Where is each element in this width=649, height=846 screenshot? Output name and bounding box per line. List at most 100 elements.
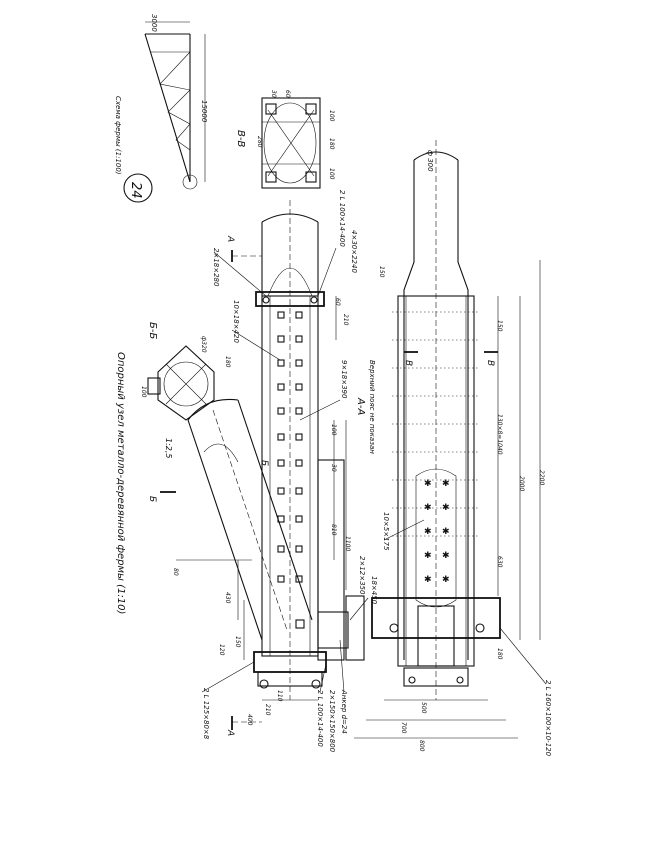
scheme-title: Схема фермы (1:100) — [114, 96, 122, 175]
vv-frame — [261, 97, 321, 189]
cut-b-label: Б — [147, 496, 157, 502]
dim-80: 80 — [172, 568, 179, 576]
cut-v-label-1: В — [403, 360, 413, 366]
callout-4x30x2240: 4×30×2240 — [350, 230, 358, 273]
aa-dim-500-label: 500 — [420, 702, 427, 714]
section-vv: В-В 280 30 60 100 180 100 — [235, 90, 335, 189]
log-sides — [261, 222, 319, 296]
svg-text:✱: ✱ — [442, 527, 450, 537]
aa-dim-150: 150 — [496, 320, 503, 332]
aa-base-plate — [371, 597, 501, 639]
bb-title: Б-Б — [147, 322, 158, 339]
dim-210b: 210 — [342, 314, 349, 326]
aa-dim-180: 180 — [496, 648, 503, 660]
svg-text:✱: ✱ — [442, 551, 450, 561]
chord-arc — [203, 443, 239, 463]
callout-10x18x420: 10×18×420 — [232, 300, 240, 343]
dim-1100: 1100 — [344, 536, 351, 551]
bb-log — [163, 361, 209, 407]
chord-edge-left — [187, 419, 263, 641]
section-aa: ✱✱ ✱✱ ✱✱ ✱✱ ✱✱ В В А-А Верхний пояс не п… — [354, 140, 545, 752]
svg-text:✱: ✱ — [424, 575, 432, 585]
aa-dim-630: 630 — [496, 556, 503, 568]
callout-2x12x350: 2×12×350 — [358, 556, 366, 595]
vv-dim-100: 100 — [328, 110, 335, 122]
cut-b-label-2: Б — [259, 460, 269, 466]
dim-110: 110 — [276, 690, 283, 702]
bb-diam: ф320 — [200, 336, 207, 353]
page-title: Опорный узел металло-деревянной фермы (1… — [115, 352, 126, 614]
chord-edge-right — [237, 399, 313, 621]
aa-log-outline — [403, 160, 469, 660]
aa-diameter: ф 300 — [426, 150, 434, 172]
scheme-top-chord — [144, 33, 191, 183]
bolt-row — [259, 296, 321, 689]
bb-diag-2 — [165, 363, 207, 405]
bb-dim-180: 180 — [224, 356, 231, 368]
bb-plate — [147, 377, 161, 395]
dim-210a: 210 — [264, 704, 271, 716]
aa-dim-150b: 150 — [378, 266, 385, 278]
bottom-plate — [257, 671, 323, 687]
aa-dim-130x8: 130×8=1040 — [496, 414, 503, 455]
callout-angle-125: 2 L 125×80×8 — [202, 688, 210, 740]
callout-anchor: Анкер d=24 — [340, 689, 348, 734]
cut-v-label-2: В — [485, 360, 495, 366]
dim-150: 150 — [234, 636, 241, 648]
dim-60: 60 — [334, 298, 341, 306]
svg-text:✱: ✱ — [424, 479, 432, 489]
callout-angle-top: 2 L 100×14-400 — [338, 190, 346, 247]
scheme-support-circle — [182, 174, 198, 190]
callout-10x5x175: 10×5×175 — [382, 512, 390, 551]
sheet-number-badge: 24 — [123, 173, 153, 203]
vv-dim-180: 180 — [328, 138, 335, 150]
sheet-number-circle — [123, 173, 153, 203]
callout-9x18x390: 9×18×390 — [340, 360, 348, 399]
vv-dim-30: 30 — [270, 90, 277, 98]
svg-text:✱: ✱ — [424, 527, 432, 537]
dim-400: 400 — [246, 714, 253, 726]
aa-note: Верхний пояс не показан — [368, 360, 376, 454]
main-elevation: А А 150 120 430 210 110 400 210 60 100 3… — [218, 200, 365, 736]
bb-outline — [157, 345, 215, 421]
slope-label: 1:2,5 — [164, 438, 173, 459]
bb-dim-100: 100 — [140, 386, 147, 398]
callouts: 2×18×280 10×18×420 2 L 100×14-400 4×30×2… — [201, 190, 552, 757]
sheet-number: 24 — [128, 182, 143, 199]
top-angle — [255, 291, 325, 307]
aa-insert — [415, 468, 457, 608]
svg-text:✱: ✱ — [442, 479, 450, 489]
truss-scheme: Схема фермы (1:100) 15000 3000 — [114, 14, 208, 190]
support-pad — [345, 595, 365, 661]
dim-810: 810 — [330, 524, 337, 536]
anchor-box — [317, 611, 349, 649]
vv-bolt-2 — [305, 103, 317, 115]
dim-430: 430 — [224, 592, 231, 604]
aa-end-plate — [403, 667, 469, 687]
side-strip — [317, 459, 345, 661]
aa-title: А-А — [355, 397, 366, 415]
callout-angle-100: 2 L 100×14-400 — [316, 690, 324, 747]
aa-bolt-rows — [392, 311, 480, 537]
aa-nails: ✱✱ ✱✱ ✱✱ ✱✱ ✱✱ — [424, 479, 450, 585]
vv-dim-100b: 100 — [328, 168, 335, 180]
chord-cut-end — [187, 398, 239, 421]
callout-angle-160: 2 L 160×100×10-120 — [544, 680, 552, 757]
aa-dim-2000: 2000 — [518, 476, 525, 491]
vv-bolt-4 — [305, 171, 317, 183]
aa-seat — [417, 605, 455, 667]
vv-dim-280: 280 — [256, 136, 263, 148]
svg-text:✱: ✱ — [442, 503, 450, 513]
vv-log — [263, 102, 317, 184]
vv-bolt-3 — [265, 171, 277, 183]
cut-a-bottom: А — [225, 729, 235, 736]
scheme-height-label: 3000 — [150, 14, 158, 32]
svg-text:✱: ✱ — [424, 551, 432, 561]
section-bb: Б-Б ф320 180 100 — [140, 322, 231, 421]
vv-diag-2 — [267, 109, 315, 177]
dim-120: 120 — [218, 644, 225, 656]
callout-plates-150: 2×150×150×800 — [328, 690, 336, 753]
chord-axis — [212, 409, 288, 631]
